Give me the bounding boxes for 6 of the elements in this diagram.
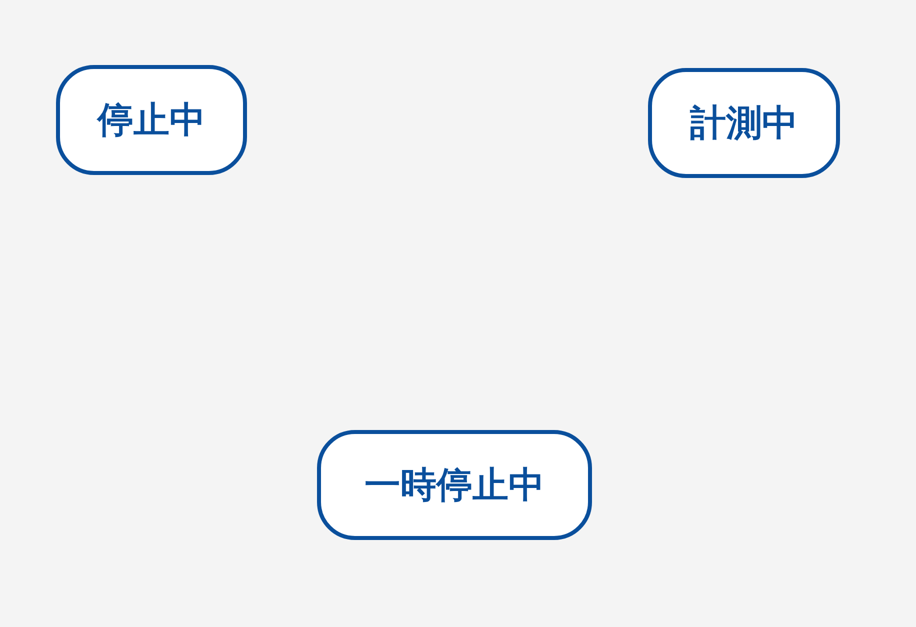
state-label: 計測中 [690,102,798,146]
state-box [56,65,247,175]
state-label: 一時停止中 [364,464,544,508]
state-label: 停止中 [98,98,206,142]
state-box [317,430,592,540]
state-box [648,68,840,178]
